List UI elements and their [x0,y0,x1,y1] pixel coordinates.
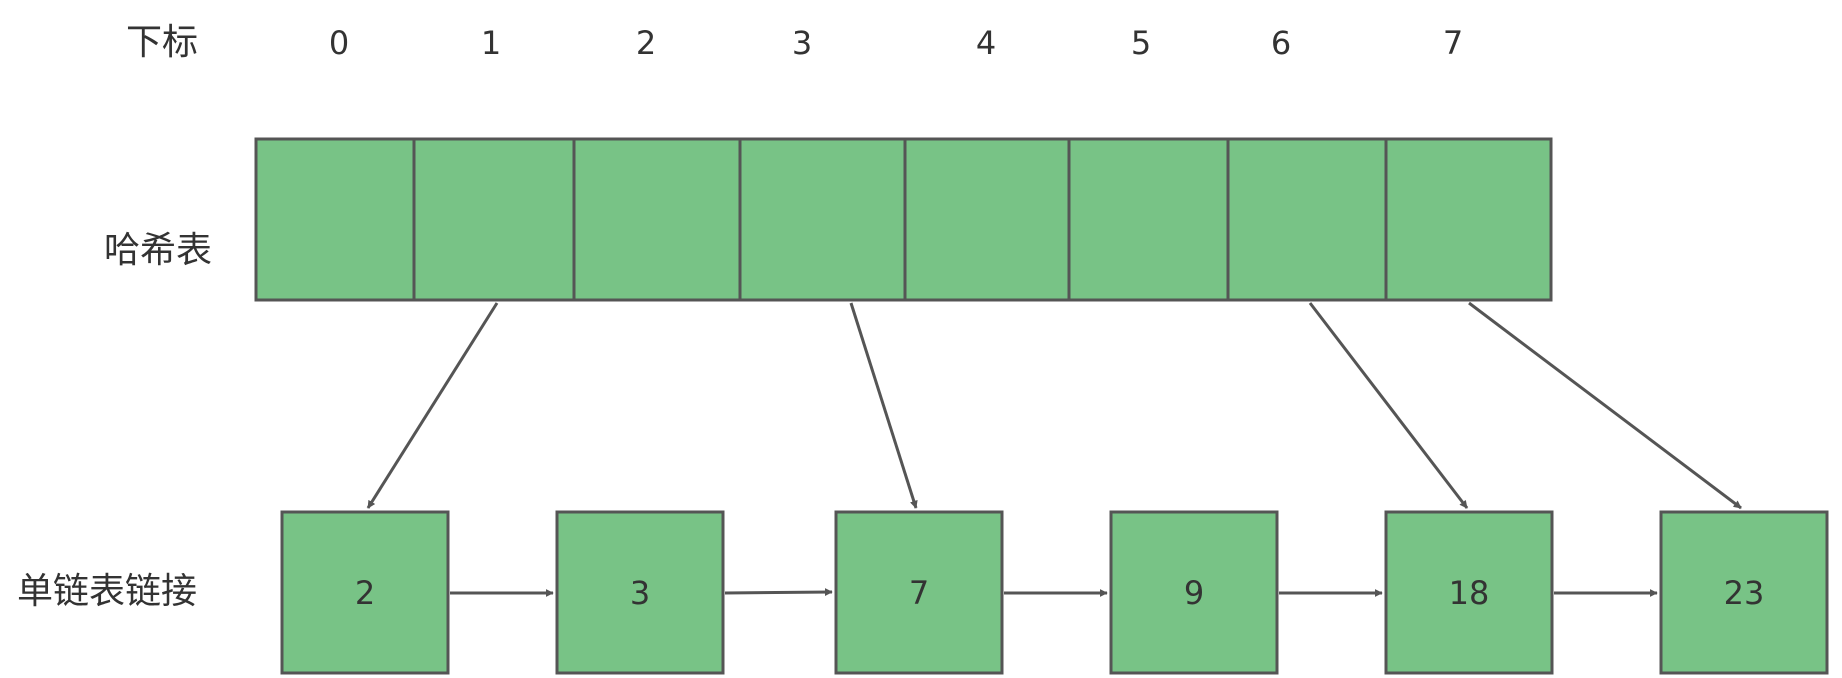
index-number: 4 [976,24,996,62]
list-node [1109,510,1279,675]
list-node [1659,510,1829,675]
index-number: 7 [1443,24,1463,62]
list-node-value: 9 [1184,574,1204,612]
hash-table-cell [738,137,907,302]
list-node-value: 7 [909,574,929,612]
hash-table-cell [903,137,1071,302]
linked-list-row-label: 单链表链接 [17,571,197,612]
hash-table-cell [412,137,576,302]
bucket-pointers [366,301,1742,510]
hash-table [254,137,1553,302]
index-number: 1 [481,24,501,62]
index-numbers: 0 1 2 3 4 5 6 7 [329,24,1463,62]
hash-table-cell [1384,137,1553,302]
index-number: 0 [329,24,349,62]
bucket-pointer-arrow [849,302,918,509]
index-number: 5 [1131,24,1151,62]
hash-table-cell [572,137,742,302]
linked-list: 2 3 7 9 18 23 [280,510,1829,675]
list-node [834,510,1004,675]
index-number: 3 [792,24,812,62]
index-number: 2 [636,24,656,62]
hash-table-cell [1226,137,1388,302]
bucket-pointer-arrow [1308,302,1469,509]
list-node-value: 18 [1449,574,1490,612]
bucket-pointer-arrow [366,302,499,509]
hash-table-cell [254,137,416,302]
bucket-pointer-arrow [1468,301,1742,510]
index-number: 6 [1271,24,1291,62]
list-node-value: 2 [355,574,375,612]
index-row-label: 下标 [126,22,198,63]
hash-table-cell [1067,137,1230,302]
list-node [1384,510,1554,675]
list-next-pointers [450,588,1658,597]
list-node-value: 3 [630,574,650,612]
list-node [280,510,450,675]
list-node [555,510,725,675]
hash-table-row-label: 哈希表 [104,230,212,271]
next-pointer-arrow [724,588,833,597]
list-node-value: 23 [1724,574,1765,612]
